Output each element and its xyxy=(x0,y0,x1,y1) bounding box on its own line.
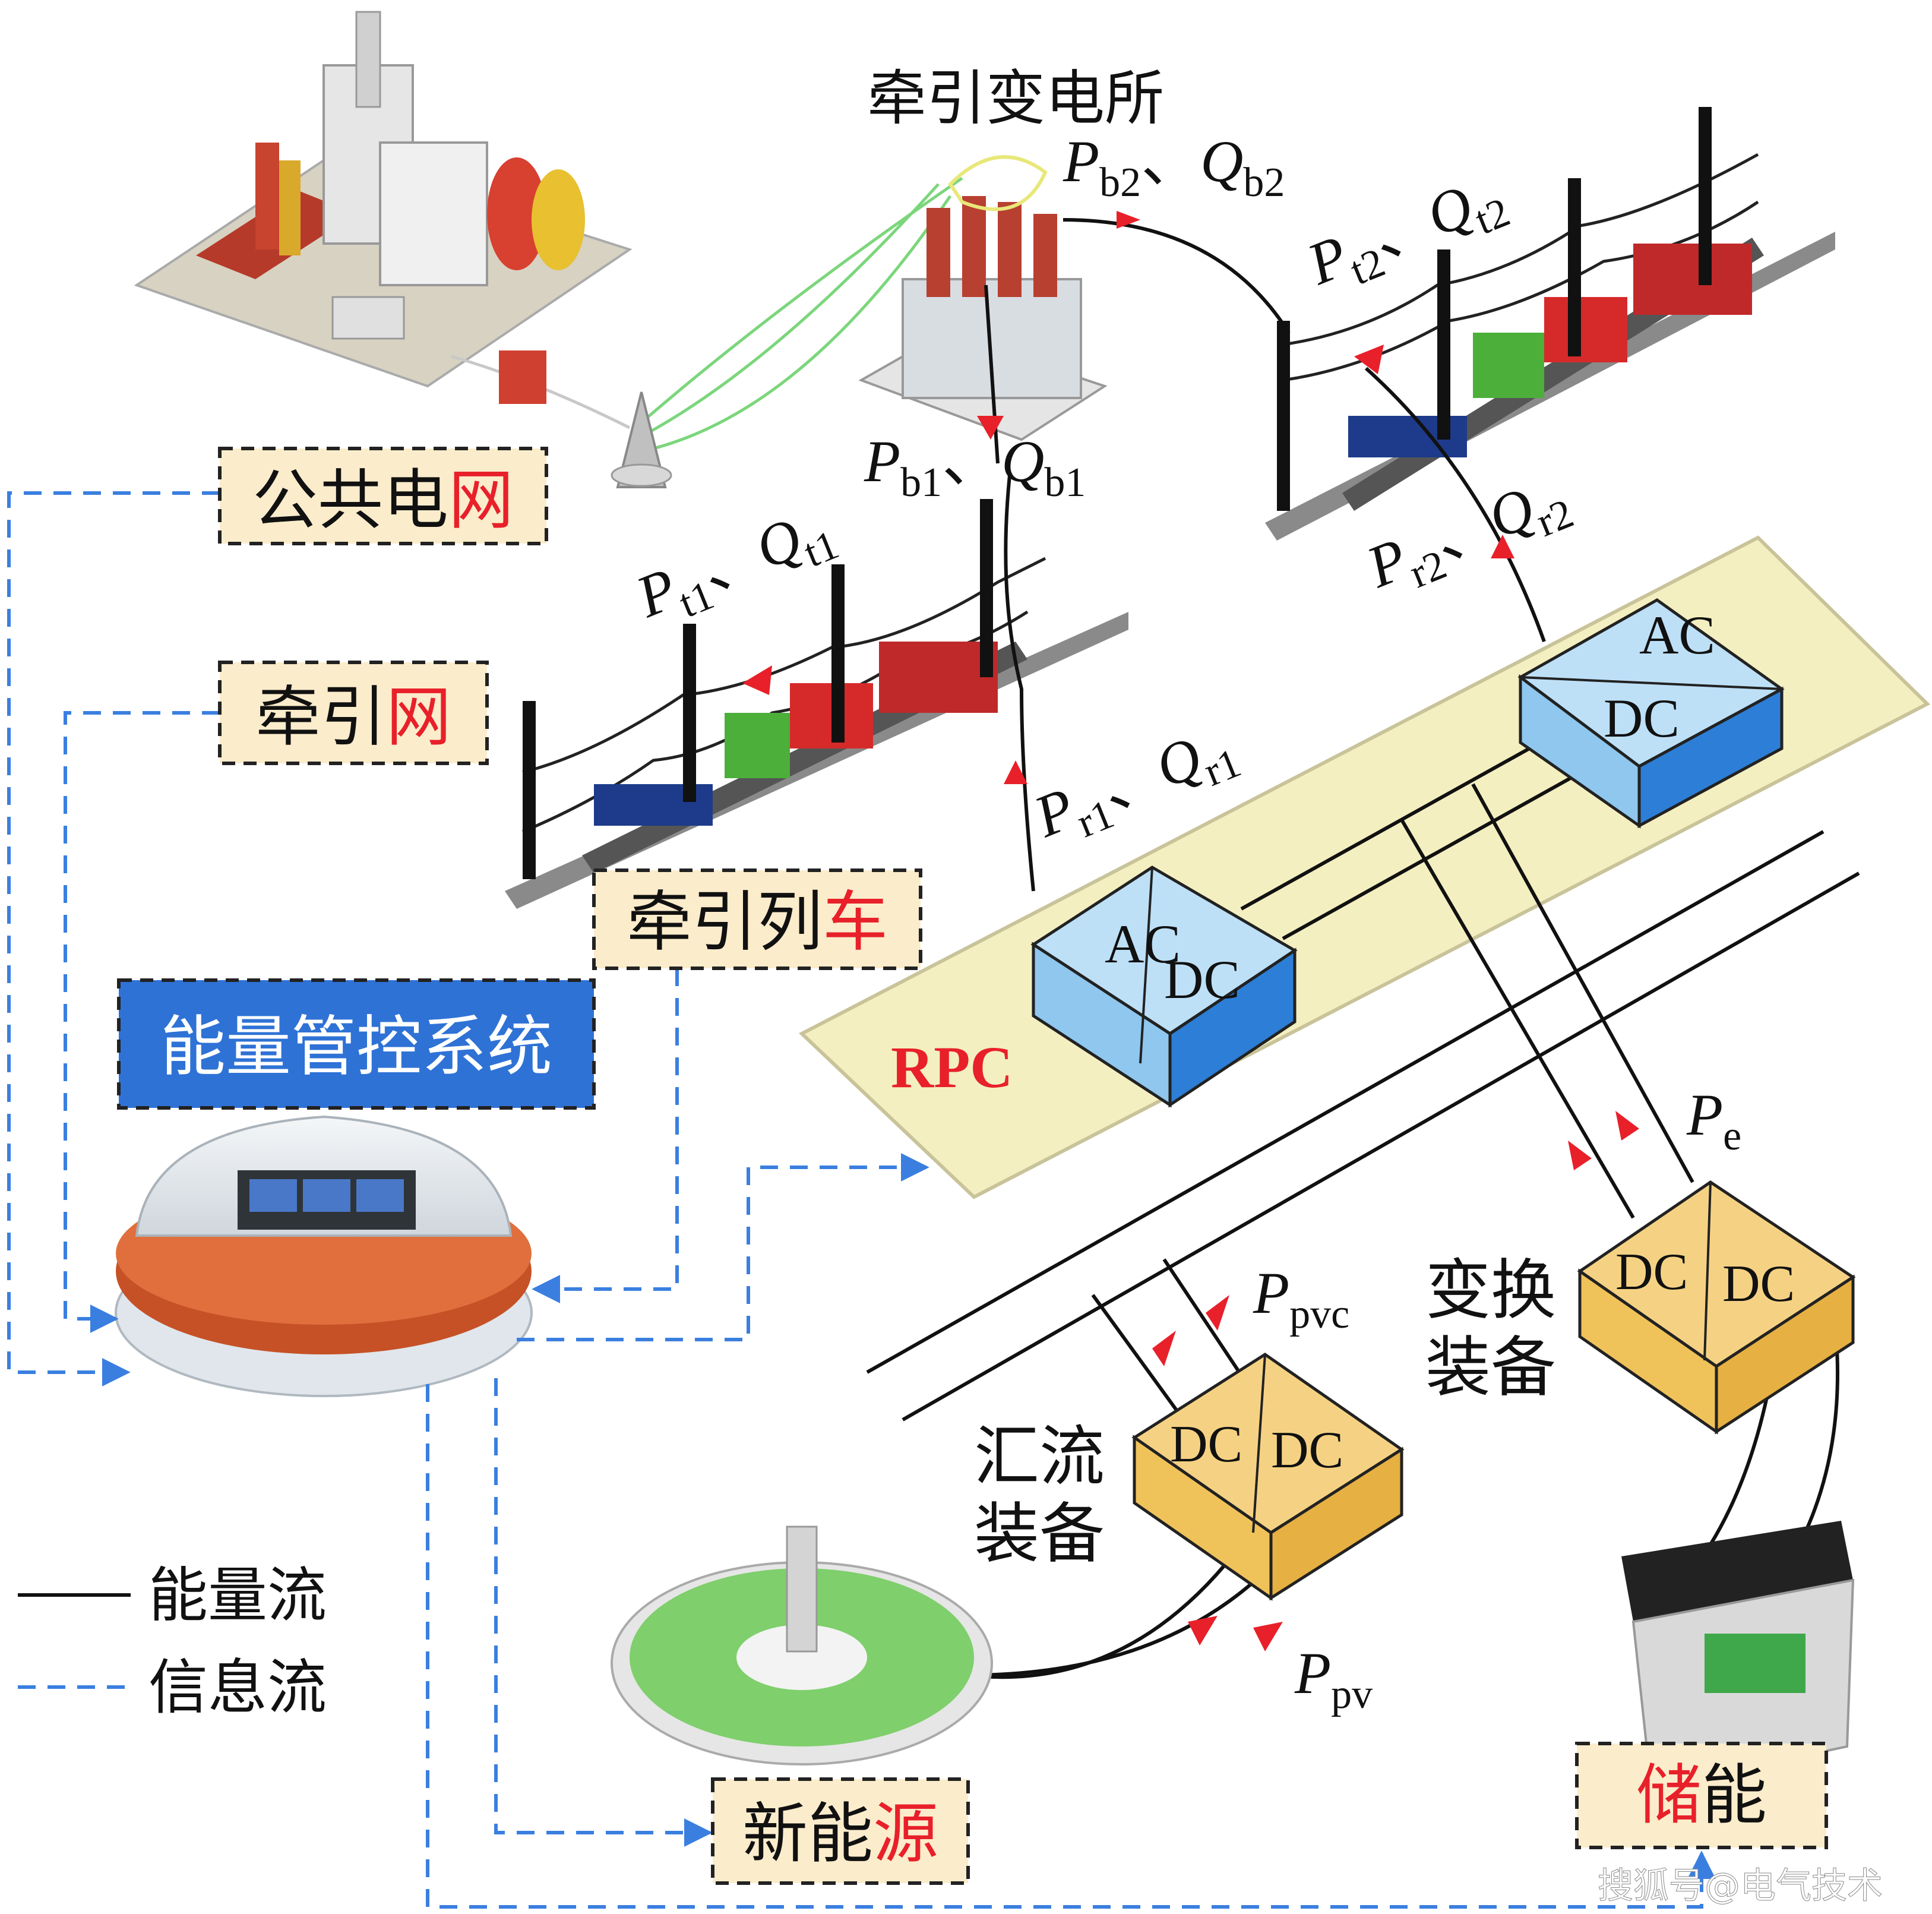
flow-label-b1: Pb1、Qb1 xyxy=(864,428,1086,506)
flow-label-pv: Ppv xyxy=(1294,1640,1373,1717)
rpc-converter-1-top: AC xyxy=(1105,914,1181,974)
legend-info-label: 信息流 xyxy=(148,1653,327,1722)
power-plant-illustration xyxy=(134,11,633,388)
traction-net-label-box: 牵引网 xyxy=(218,661,489,765)
combiner-equipment-line1: 汇流 xyxy=(974,1419,1105,1495)
rpc-converter-2-bottom: DC xyxy=(1604,688,1680,748)
converter-equipment-line1: 变换 xyxy=(1425,1252,1556,1328)
control-center-illustration xyxy=(115,1115,533,1397)
pv-converter-top: DC xyxy=(1170,1416,1242,1473)
battery-illustration xyxy=(1621,1521,1855,1790)
flow-label-pvc: Ppvc xyxy=(1253,1260,1349,1337)
storage-converter-bottom: DC xyxy=(1722,1255,1795,1313)
rpc-converter-1 xyxy=(1030,866,1298,1108)
traction-train-label-part2: 车 xyxy=(823,884,888,960)
traction-net-label-part1: 牵引 xyxy=(255,679,386,755)
public-grid-label-box: 公共电网 xyxy=(218,447,548,545)
traction-train-label-box: 牵引列车 xyxy=(592,868,922,970)
rpc-converter-2-top: AC xyxy=(1639,605,1715,665)
traction-train-label-part1: 牵引列 xyxy=(627,884,823,960)
transmission-lines xyxy=(451,176,963,488)
storage-label-box: 储能 xyxy=(1575,1742,1828,1849)
energy-flow-arrows xyxy=(742,211,1639,1651)
catenary-section-1 xyxy=(505,499,1128,909)
catenary-section-2 xyxy=(1265,107,1835,541)
pv-converter-bottom: DC xyxy=(1271,1422,1343,1479)
info-flow-lines xyxy=(7,491,1716,1909)
converter-equipment-label: 变换 装备 xyxy=(1425,1252,1556,1406)
rpc-label: RPC xyxy=(891,1034,1013,1100)
ems-label: 能量管控系统 xyxy=(160,1009,552,1085)
ems-label-box: 能量管控系统 xyxy=(117,978,596,1110)
pv-converter xyxy=(1131,1352,1405,1601)
flow-label-e: Pe xyxy=(1686,1082,1741,1159)
new-energy-label-box: 新能源 xyxy=(711,1777,970,1885)
public-grid-label-part2: 网 xyxy=(448,462,514,538)
traction-net-label-part2: 网 xyxy=(386,679,451,755)
solar-field-illustration xyxy=(611,1525,993,1765)
rpc-converter-1-bottom: DC xyxy=(1164,949,1240,1010)
svg-text:牵引网: 牵引网 xyxy=(255,679,451,755)
storage-label-part2: 能 xyxy=(1702,1757,1767,1833)
svg-text:公共电网: 公共电网 xyxy=(252,462,514,538)
new-energy-label-part2: 源 xyxy=(873,1796,938,1872)
flow-label-b2: Pb2、Qb2 xyxy=(1063,128,1285,206)
substation-label: 牵引变电所 xyxy=(867,64,1164,133)
rpc-converter-2 xyxy=(1517,598,1785,829)
svg-text:新能源: 新能源 xyxy=(742,1796,938,1872)
storage-converter-top: DC xyxy=(1615,1243,1688,1301)
new-energy-label-part1: 新能 xyxy=(742,1796,873,1872)
storage-label-part1: 储 xyxy=(1636,1757,1702,1833)
combiner-equipment-line2: 装备 xyxy=(974,1496,1105,1572)
substation-illustration xyxy=(858,155,1108,441)
storage-converter xyxy=(1577,1180,1856,1435)
flow-label-t1: Pt1、Qt1 xyxy=(627,492,845,640)
svg-text:牵引列车: 牵引列车 xyxy=(627,884,888,960)
flow-label-t2: Pt2、Qt2 xyxy=(1298,160,1516,308)
combiner-equipment-label: 汇流 装备 xyxy=(974,1419,1105,1572)
watermark: 搜狐号@电气技术 xyxy=(1598,1865,1883,1907)
svg-text:储能: 储能 xyxy=(1636,1757,1767,1833)
legend-energy-label: 能量流 xyxy=(148,1561,327,1630)
public-grid-label-part1: 公共电 xyxy=(252,462,448,538)
legend: 能量流 信息流 xyxy=(18,1561,327,1722)
converter-equipment-line2: 装备 xyxy=(1425,1329,1556,1406)
